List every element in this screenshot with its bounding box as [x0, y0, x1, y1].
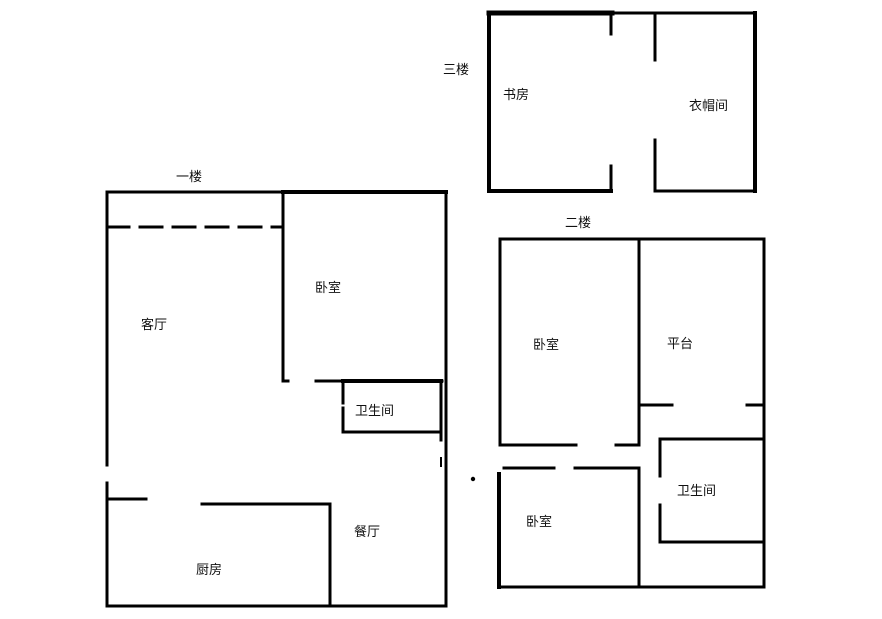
room-bathroom-1f: 卫生间 — [355, 404, 395, 419]
room-study: 书房 — [503, 88, 530, 103]
third-floor-label: 三楼 — [443, 63, 470, 78]
second-floor-label: 二楼 — [565, 216, 592, 231]
room-dining-room: 餐厅 — [354, 525, 381, 540]
room-cloakroom: 衣帽间 — [689, 99, 729, 114]
room-bedroom-2f-lower: 卧室 — [526, 515, 553, 530]
room-living-room: 客厅 — [141, 318, 168, 333]
third-floor-walls — [486, 10, 757, 193]
first-floor-walls — [105, 190, 448, 608]
room-terrace: 平台 — [667, 337, 694, 352]
room-bedroom-1f: 卧室 — [315, 281, 342, 296]
second-floor-walls — [497, 237, 766, 589]
first-floor-label: 一楼 — [176, 170, 203, 185]
dot-marker — [470, 476, 476, 482]
room-bathroom-2f: 卫生间 — [677, 484, 717, 499]
room-kitchen: 厨房 — [196, 563, 223, 578]
room-bedroom-2f-upper: 卧室 — [533, 338, 560, 353]
